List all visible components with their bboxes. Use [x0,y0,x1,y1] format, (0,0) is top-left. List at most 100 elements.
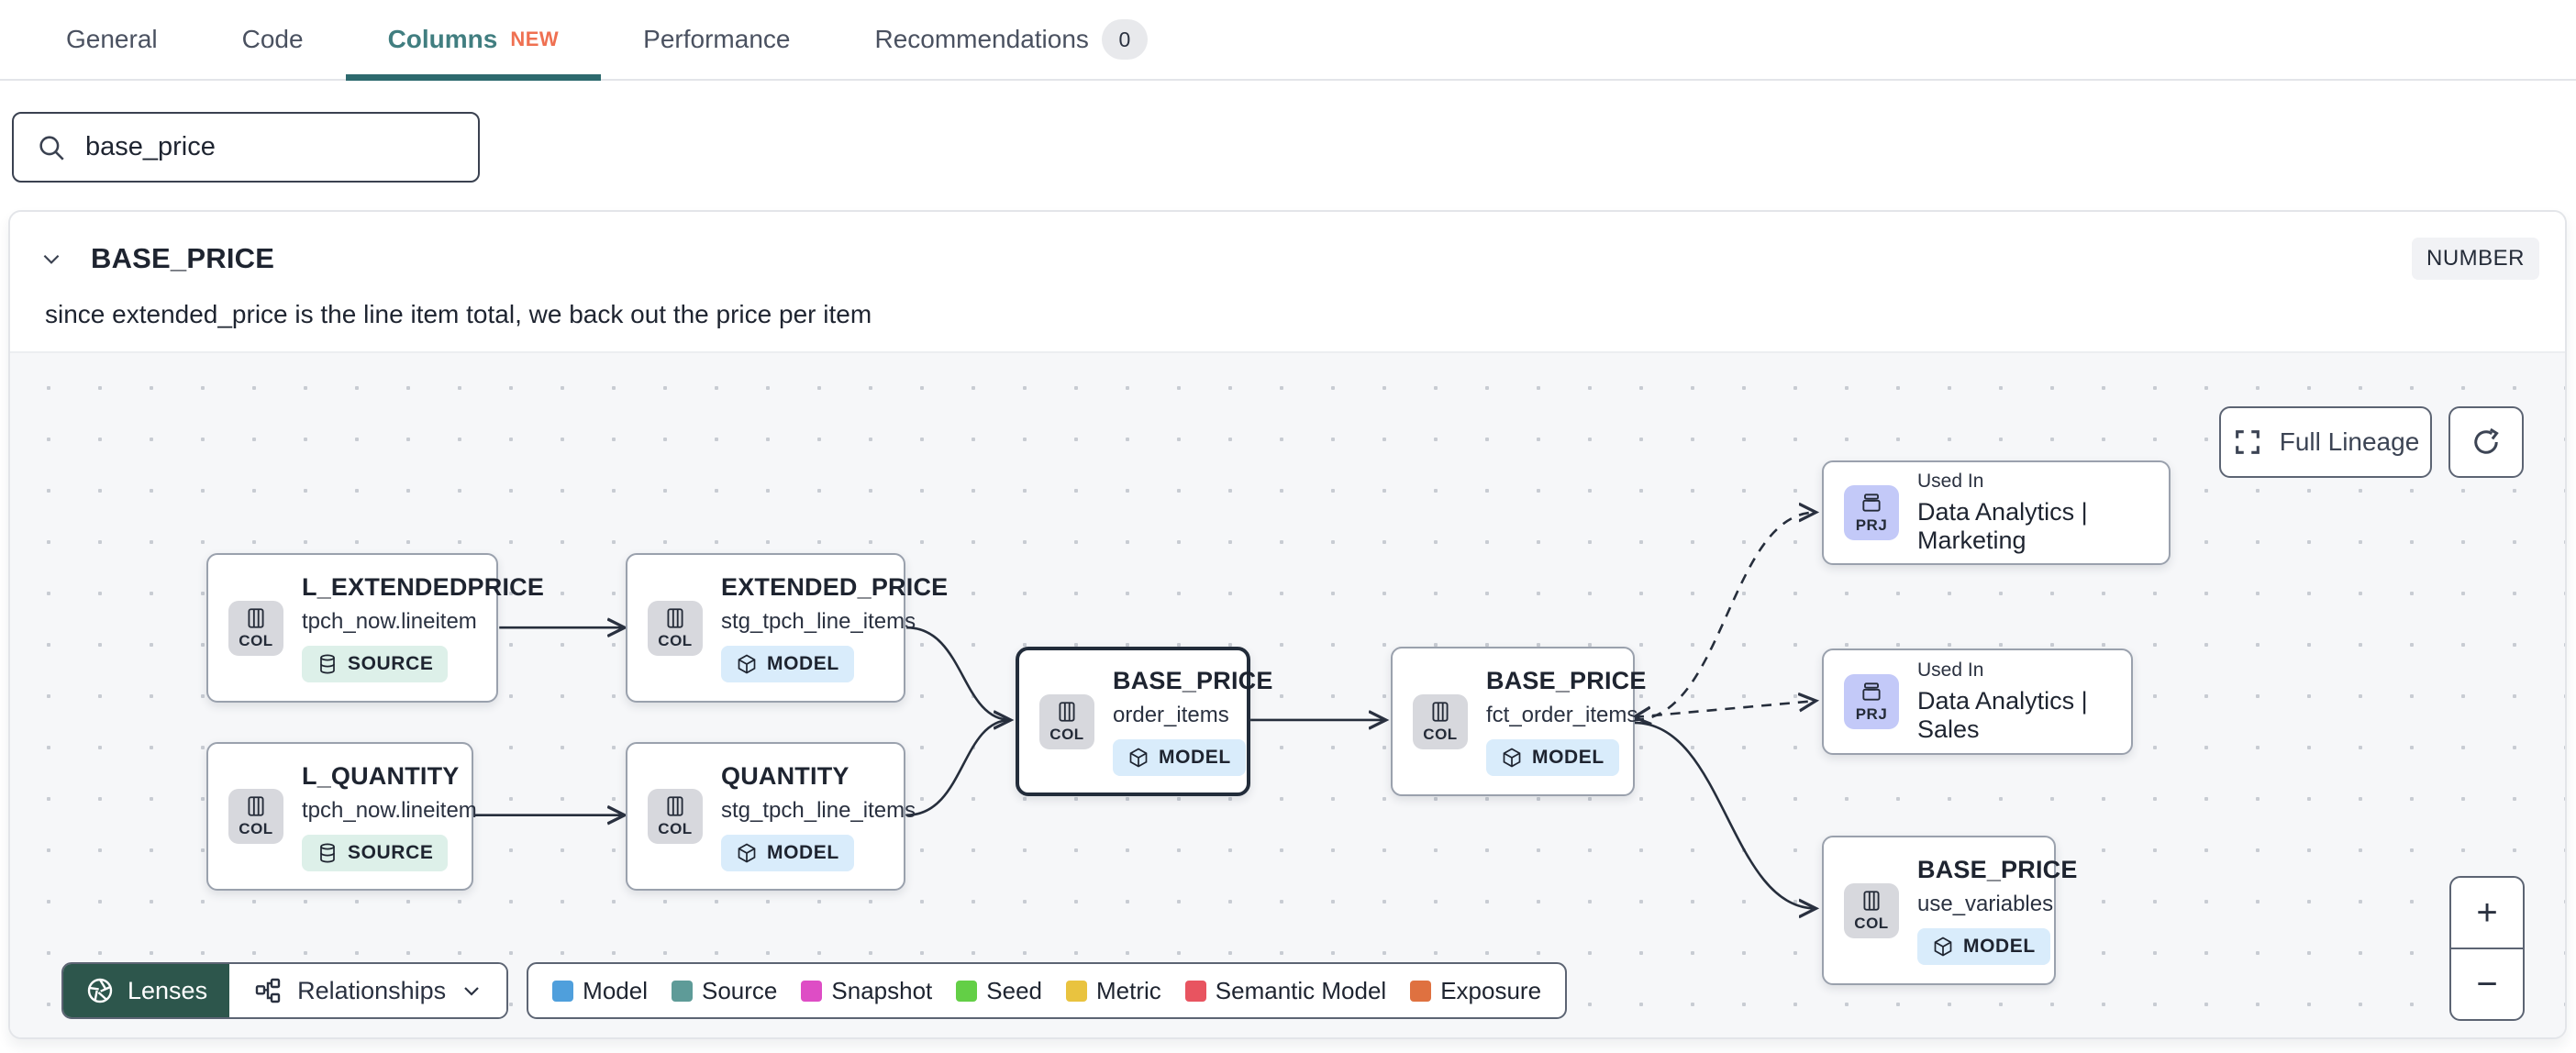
column-chip: COL [648,789,703,844]
column-chip: COL [1413,693,1468,749]
legend-item-snapshot: Snapshot [801,977,932,1005]
tab-label: Recommendations [874,25,1089,53]
node-title: Data Analytics | Marketing [1917,498,2088,554]
used-in-label: Used In [1917,660,1984,681]
lineage-node-l-quantity[interactable]: COL L_QUANTITY tpch_now.lineitem SOURCE [206,742,477,891]
tab-label: Performance [643,25,791,53]
project-chip: PRJ [1844,674,1899,729]
legend-swatch [956,980,978,1002]
node-title: BASE_PRICE [1113,667,1273,694]
relationships-dropdown[interactable]: Relationships [229,964,507,1017]
legend-swatch [801,980,823,1002]
resource-badge-model: MODEL [1486,739,1619,776]
tab-columns[interactable]: Columns NEW [345,0,602,81]
cube-icon [736,653,758,675]
legend-swatch [672,980,693,1002]
column-chip: COL [228,789,283,844]
node-title: BASE_PRICE [1917,856,2078,883]
search-row [0,81,2576,183]
legend-item-source: Source [672,977,777,1005]
refresh-lineage-button[interactable] [2448,406,2524,478]
column-title: BASE_PRICE [91,242,275,274]
legend-swatch [1066,980,1087,1002]
zoom-out-button[interactable]: − [2476,963,2498,1004]
lineage-node-base-price-fct-order-items[interactable]: COL BASE_PRICE fct_order_items MODEL [1391,647,1646,796]
lineage-canvas[interactable]: Full Lineage COL L_EXTENDEDPRICE tpch_no… [10,351,2565,1039]
zoom-controls: + − [2449,876,2525,1021]
column-chip: COL [1844,882,1899,938]
resource-legend: Model Source Snapshot Seed Metric Semant… [527,962,1568,1019]
legend-swatch [1184,980,1206,1002]
tab-recommendations[interactable]: Recommendations 0 [832,0,1189,79]
lineage-node-used-in-sales[interactable]: PRJ Used In Data Analytics | Sales [1822,648,2133,755]
node-subtitle: stg_tpch_line_items [721,797,916,823]
node-title: BASE_PRICE [1486,667,1647,694]
legend-item-model: Model [552,977,648,1005]
cube-icon [1501,747,1523,769]
column-chip: COL [648,600,703,656]
resource-badge-model: MODEL [1113,739,1246,776]
node-subtitle: tpch_now.lineitem [302,797,477,823]
node-title: L_EXTENDEDPRICE [302,573,545,601]
database-icon [316,653,339,675]
tab-label: Code [241,25,304,53]
column-description: since extended_price is the line item to… [45,300,872,328]
column-panel: BASE_PRICE NUMBER since extended_price i… [8,210,2567,1039]
legend-swatch [1410,980,1432,1002]
tab-performance[interactable]: Performance [601,0,832,79]
detail-tabbar: General Code Columns NEW Performance Rec… [0,0,2576,81]
lineage-node-l-extendedprice[interactable]: COL L_EXTENDEDPRICE tpch_now.lineitem SO… [206,553,544,703]
node-subtitle: fct_order_items [1486,703,1638,727]
canvas-footer: Lenses Relationships Model Sourc [61,962,1568,1019]
tab-code[interactable]: Code [200,0,346,79]
refresh-icon [2470,426,2503,459]
lineage-edges [474,353,2565,1039]
column-panel-header: BASE_PRICE NUMBER since extended_price i… [10,212,2565,329]
node-title: Data Analytics | Sales [1917,687,2088,743]
node-subtitle: use_variables [1917,892,2054,916]
column-chip: COL [1039,693,1094,749]
column-type-badge: NUMBER [2411,238,2539,280]
cube-icon [1932,936,1954,958]
tab-label: General [66,25,158,53]
legend-item-seed: Seed [956,977,1042,1005]
resource-badge-model: MODEL [1917,928,2050,965]
lineage-node-used-in-marketing[interactable]: PRJ Used In Data Analytics | Marketing [1822,460,2171,565]
legend-item-metric: Metric [1066,977,1161,1005]
legend-swatch [552,980,574,1002]
resource-badge-source: SOURCE [302,646,449,682]
lens-group: Lenses Relationships [61,962,509,1019]
tab-general[interactable]: General [24,0,200,79]
lineage-node-base-price-order-items[interactable]: COL BASE_PRICE order_items MODEL [1016,647,1272,796]
column-search[interactable] [12,112,480,183]
node-subtitle: order_items [1113,703,1229,727]
database-icon [316,842,339,864]
chevron-down-icon [461,980,483,1002]
tab-label: Columns [387,25,498,53]
fullscreen-icon [2232,427,2263,458]
aperture-icon [85,976,115,1005]
search-input[interactable] [85,132,456,162]
zoom-in-button[interactable]: + [2451,878,2523,949]
node-title: QUANTITY [721,761,849,790]
lenses-button[interactable]: Lenses [63,964,230,1017]
relationships-icon [253,976,283,1005]
resource-badge-model: MODEL [721,834,854,871]
cube-icon [1127,747,1149,769]
resource-badge-source: SOURCE [302,834,449,871]
legend-item-exposure: Exposure [1410,977,1541,1005]
full-lineage-button[interactable]: Full Lineage [2219,406,2432,478]
search-icon [36,132,67,163]
node-title: EXTENDED_PRICE [721,573,949,601]
resource-badge-model: MODEL [721,646,854,682]
node-title: L_QUANTITY [302,761,460,790]
new-badge: NEW [510,28,560,50]
collapse-chevron-icon[interactable] [36,243,67,274]
project-chip: PRJ [1844,485,1899,540]
legend-item-semantic-model: Semantic Model [1184,977,1386,1005]
lineage-node-quantity[interactable]: COL QUANTITY stg_tpch_line_items MODEL [626,742,916,891]
node-subtitle: tpch_now.lineitem [302,609,477,634]
lineage-node-extended-price[interactable]: COL EXTENDED_PRICE stg_tpch_line_items M… [626,553,948,703]
column-chip: COL [228,600,283,656]
lineage-node-base-price-use-variables[interactable]: COL BASE_PRICE use_variables MODEL [1822,836,2077,985]
